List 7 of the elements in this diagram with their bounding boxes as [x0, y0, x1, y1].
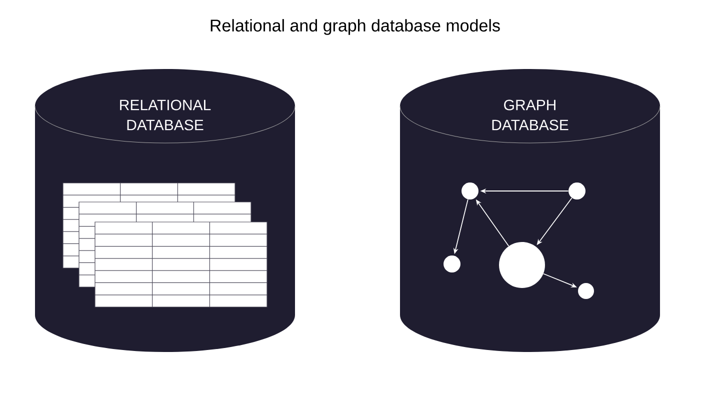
graph-node-circle: [578, 283, 594, 299]
graph-node-circle: [462, 182, 478, 200]
graph-node-circle: [444, 256, 460, 272]
title: Relational and graph database models: [210, 19, 500, 35]
database-cylinder: GRAPH DATABASE: [400, 69, 660, 352]
graph-node-circle: [499, 242, 545, 288]
graph-node-circle: [568, 182, 586, 200]
